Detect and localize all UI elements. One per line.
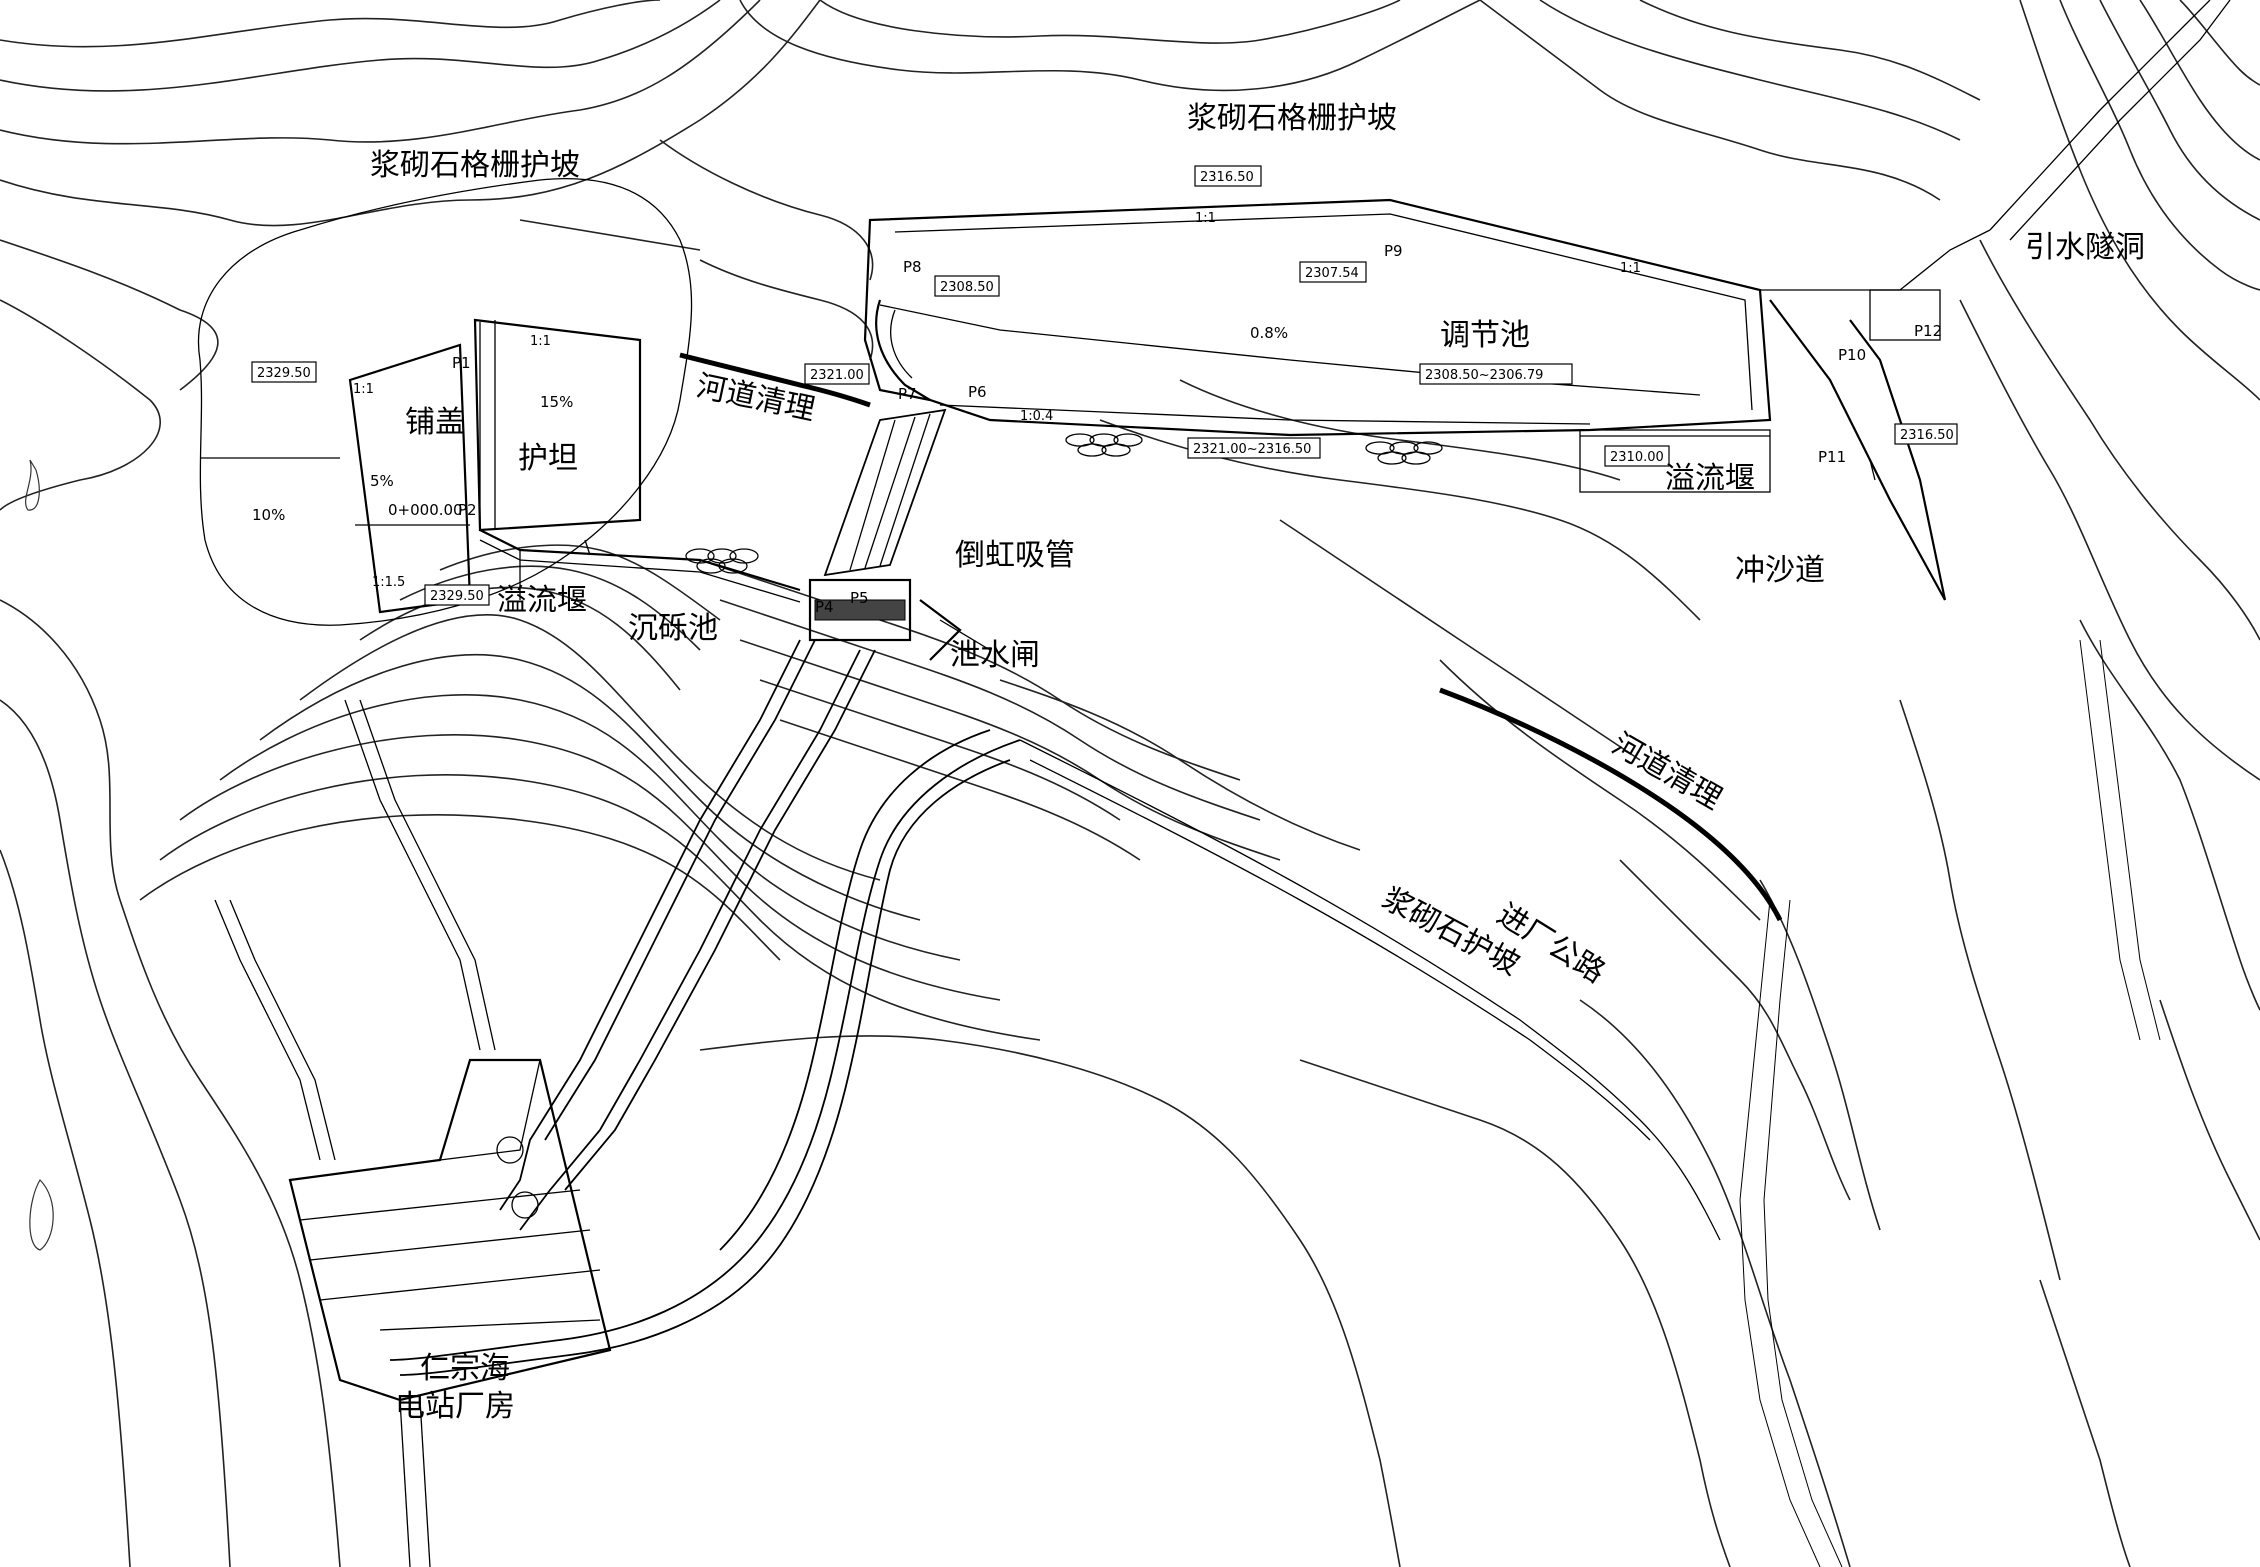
powerhouse <box>288 1058 612 1567</box>
slope-labels: 1:1 1:1 1:1 1:1 1:0.4 1:1.5 15% 5% 10% 0… <box>252 211 1641 590</box>
point-p10: P10 <box>1838 346 1866 364</box>
label-powerhouse-line1: 仁宗海 <box>420 1351 510 1386</box>
elevation-2321-00: 2321.00 <box>810 368 864 383</box>
label-sluice-gate: 泄水闸 <box>950 638 1040 673</box>
point-p11: P11 <box>1818 448 1846 466</box>
river-bank-hatching <box>1739 639 2161 1567</box>
point-p12: P12 <box>1914 322 1942 340</box>
regulating-pool <box>863 198 1772 493</box>
label-blanket: 铺盖 <box>405 405 465 440</box>
elevation-2308-50: 2308.50 <box>940 280 994 295</box>
label-river-clear-1: 河道清理 <box>693 369 818 428</box>
elevation-2310-00: 2310.00 <box>1610 450 1664 465</box>
point-p9: P9 <box>1384 242 1403 260</box>
elevation-labels: 2316.50 2308.50 2307.54 2308.50~2306.79 … <box>251 165 1958 606</box>
label-spillway-left: 溢流堰 <box>497 583 587 618</box>
grade-5: 5% <box>370 472 394 490</box>
chainage-label: 0+000.00 <box>388 501 463 519</box>
elevation-2316-50-top: 2316.50 <box>1200 170 1254 185</box>
elevation-2307-54: 2307.54 <box>1305 266 1359 281</box>
grade-15: 15% <box>540 393 573 411</box>
point-p6: P6 <box>968 383 987 401</box>
label-slope-top-left: 浆砌石格栅护坡 <box>370 148 580 183</box>
label-pool: 调节池 <box>1440 318 1530 353</box>
siphon-gravel-sluice <box>808 408 991 661</box>
slope-1-1-5: 1:1.5 <box>372 575 405 590</box>
slope-1-0-4: 1:0.4 <box>1020 409 1053 424</box>
point-p7: P7 <box>898 385 917 403</box>
point-p1: P1 <box>452 354 471 372</box>
point-p8: P8 <box>903 258 922 276</box>
point-p4: P4 <box>815 598 834 616</box>
label-apron: 护坦 <box>518 441 578 476</box>
slope-blanket: 1:1 <box>353 382 374 397</box>
river-clearing-lines <box>679 352 1783 922</box>
tunnel-and-flush <box>1760 0 2231 601</box>
point-p2: P2 <box>458 501 477 519</box>
riprap-stones <box>685 548 759 574</box>
elevation-range-channel: 2321.00~2316.50 <box>1193 442 1311 457</box>
penstocks <box>214 639 1721 1376</box>
label-tunnel: 引水隧洞 <box>2025 230 2145 265</box>
point-p5: P5 <box>850 589 869 607</box>
label-slope-top-center: 浆砌石格栅护坡 <box>1187 101 1397 136</box>
elevation-2316-50-right: 2316.50 <box>1900 428 1954 443</box>
grade-10: 10% <box>252 506 285 524</box>
label-inverted-siphon: 倒虹吸管 <box>955 538 1075 573</box>
label-flush-channel: 冲沙道 <box>1735 553 1825 588</box>
main-labels: 浆砌石格栅护坡 浆砌石格栅护坡 引水隧洞 调节池 铺盖 护坦 河道清理 倒虹吸管… <box>370 101 2145 1424</box>
label-spillway-right: 溢流堰 <box>1665 461 1755 496</box>
elevation-range-pool: 2308.50~2306.79 <box>1425 368 1543 383</box>
label-powerhouse-line2: 电站厂房 <box>395 1389 515 1424</box>
label-gravel-tank: 沉砾池 <box>628 611 718 646</box>
slope-pool-right: 1:1 <box>1620 261 1641 276</box>
elevation-2329-50-spillway: 2329.50 <box>430 589 484 604</box>
pool-riprap <box>1065 433 1443 465</box>
point-markers: P1 P2 P4 P5 P6 P7 P8 P9 P10 P11 P12 <box>452 242 1942 616</box>
elevation-2329-50-blanket: 2329.50 <box>257 366 311 381</box>
slope-apron: 1:1 <box>530 334 551 349</box>
slope-pool-top: 1:1 <box>1195 211 1216 226</box>
left-headworks <box>197 178 801 626</box>
grade-0-8: 0.8% <box>1250 324 1288 342</box>
